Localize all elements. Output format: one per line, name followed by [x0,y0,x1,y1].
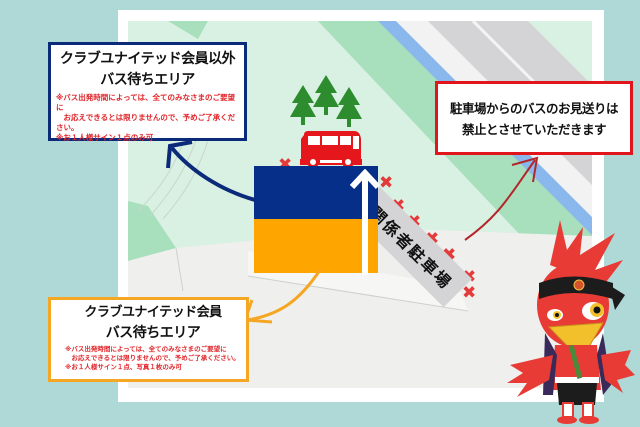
non-member-waiting-callout: クラブユナイテッド会員以外 バス待ちエリア ※バス出発時間によっては、全てのみな… [48,42,247,142]
callout-note: ※バス出発時間によっては、全てのみなさまのご要望に [56,93,236,112]
x-mark-icon: ✖ [379,173,394,193]
bus-icon [300,131,362,168]
callout-note: ※お１人様サイン１点のみ可 [56,133,154,142]
non-member-waiting-zone [254,166,378,219]
parking-seeoff-prohibited-notice: 駐車場からのバスのお見送りは 禁止とさせていただきます [435,81,633,155]
callout-title-line1: クラブユナイテッド会員以外 [59,51,236,67]
notice-line2: 禁止とさせていただきます [461,122,607,137]
x-mark-icon: ✖ [462,283,477,303]
mascot-red-bird [507,220,635,424]
callout-title-line1: クラブユナイテッド会員 [84,305,222,320]
member-waiting-callout: クラブユナイテッド会員 バス待ちエリア ※バス出発時間によっては、全てのみなさま… [48,297,249,382]
tree-icon [290,75,362,127]
callout-title-line2: バス待ちエリア [105,325,201,341]
callout-title-line2: バス待ちエリア [100,72,195,88]
notice-line1: 駐車場からのバスのお見送りは [449,101,619,116]
callout-note: お応えできるとは限りませんので、予めご了承ください。 [65,354,240,362]
member-waiting-zone [254,219,378,273]
up-arrow-icon [350,169,380,275]
callout-note: ※お１人様サイン１点、写真１枚のみ可 [65,363,182,371]
callout-note: ※バス出発時間によっては、全てのみなさまのご要望に [65,345,227,353]
callout-note: お応えできるとは限りませんので、予めご了承ください。 [56,113,236,132]
